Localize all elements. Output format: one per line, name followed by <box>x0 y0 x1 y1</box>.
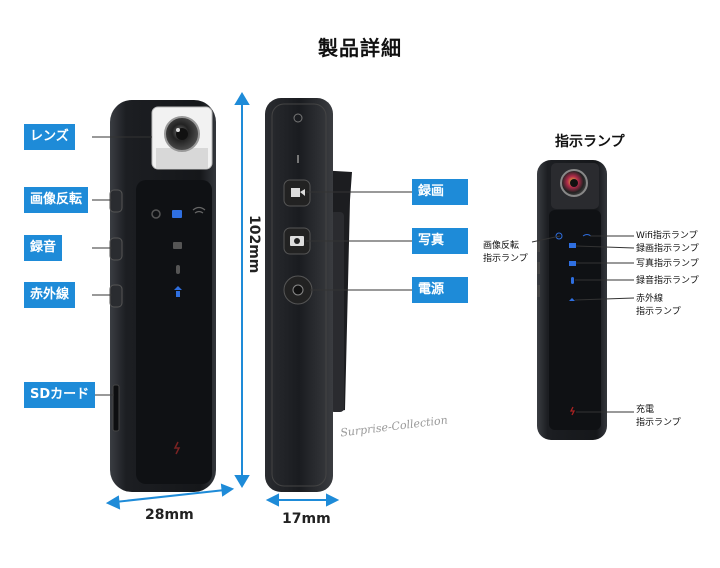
indicator-charge-line1: 充電 <box>636 405 655 415</box>
indicator-device <box>537 160 607 440</box>
indicator-video: 録画指示ランプ <box>636 244 699 254</box>
page-title: 製品詳細 <box>318 36 402 60</box>
label-photo: 写真 <box>412 228 468 254</box>
label-lens: レンズ <box>24 124 75 150</box>
front-device <box>109 100 216 492</box>
dimension-depth: 17mm <box>282 511 331 527</box>
label-video: 録画 <box>412 179 468 205</box>
label-record-audio: 録音 <box>24 235 63 261</box>
indicator-flip-line1: 画像反転 <box>483 241 520 251</box>
side-device <box>265 98 352 492</box>
indicator-infrared-line2: 指示ランプ <box>636 307 681 317</box>
label-power: 電源 <box>412 277 468 303</box>
indicator-section-title: 指示ランプ <box>555 134 625 150</box>
indicator-infrared-line1: 赤外線 <box>636 294 664 304</box>
label-sd-card: SDカード <box>24 382 96 408</box>
indicator-audio: 録音指示ランプ <box>636 276 699 286</box>
dimension-height: 102mm <box>246 215 262 274</box>
indicator-charge-line2: 指示ランプ <box>636 418 681 428</box>
indicator-flip-line2: 指示ランプ <box>483 254 528 264</box>
indicator-wifi: Wifi指示ランプ <box>636 231 698 241</box>
dimension-width: 28mm <box>145 507 194 523</box>
label-flip: 画像反転 <box>24 187 89 213</box>
label-infrared: 赤外線 <box>24 282 76 308</box>
indicator-photo: 写真指示ランプ <box>636 259 699 269</box>
